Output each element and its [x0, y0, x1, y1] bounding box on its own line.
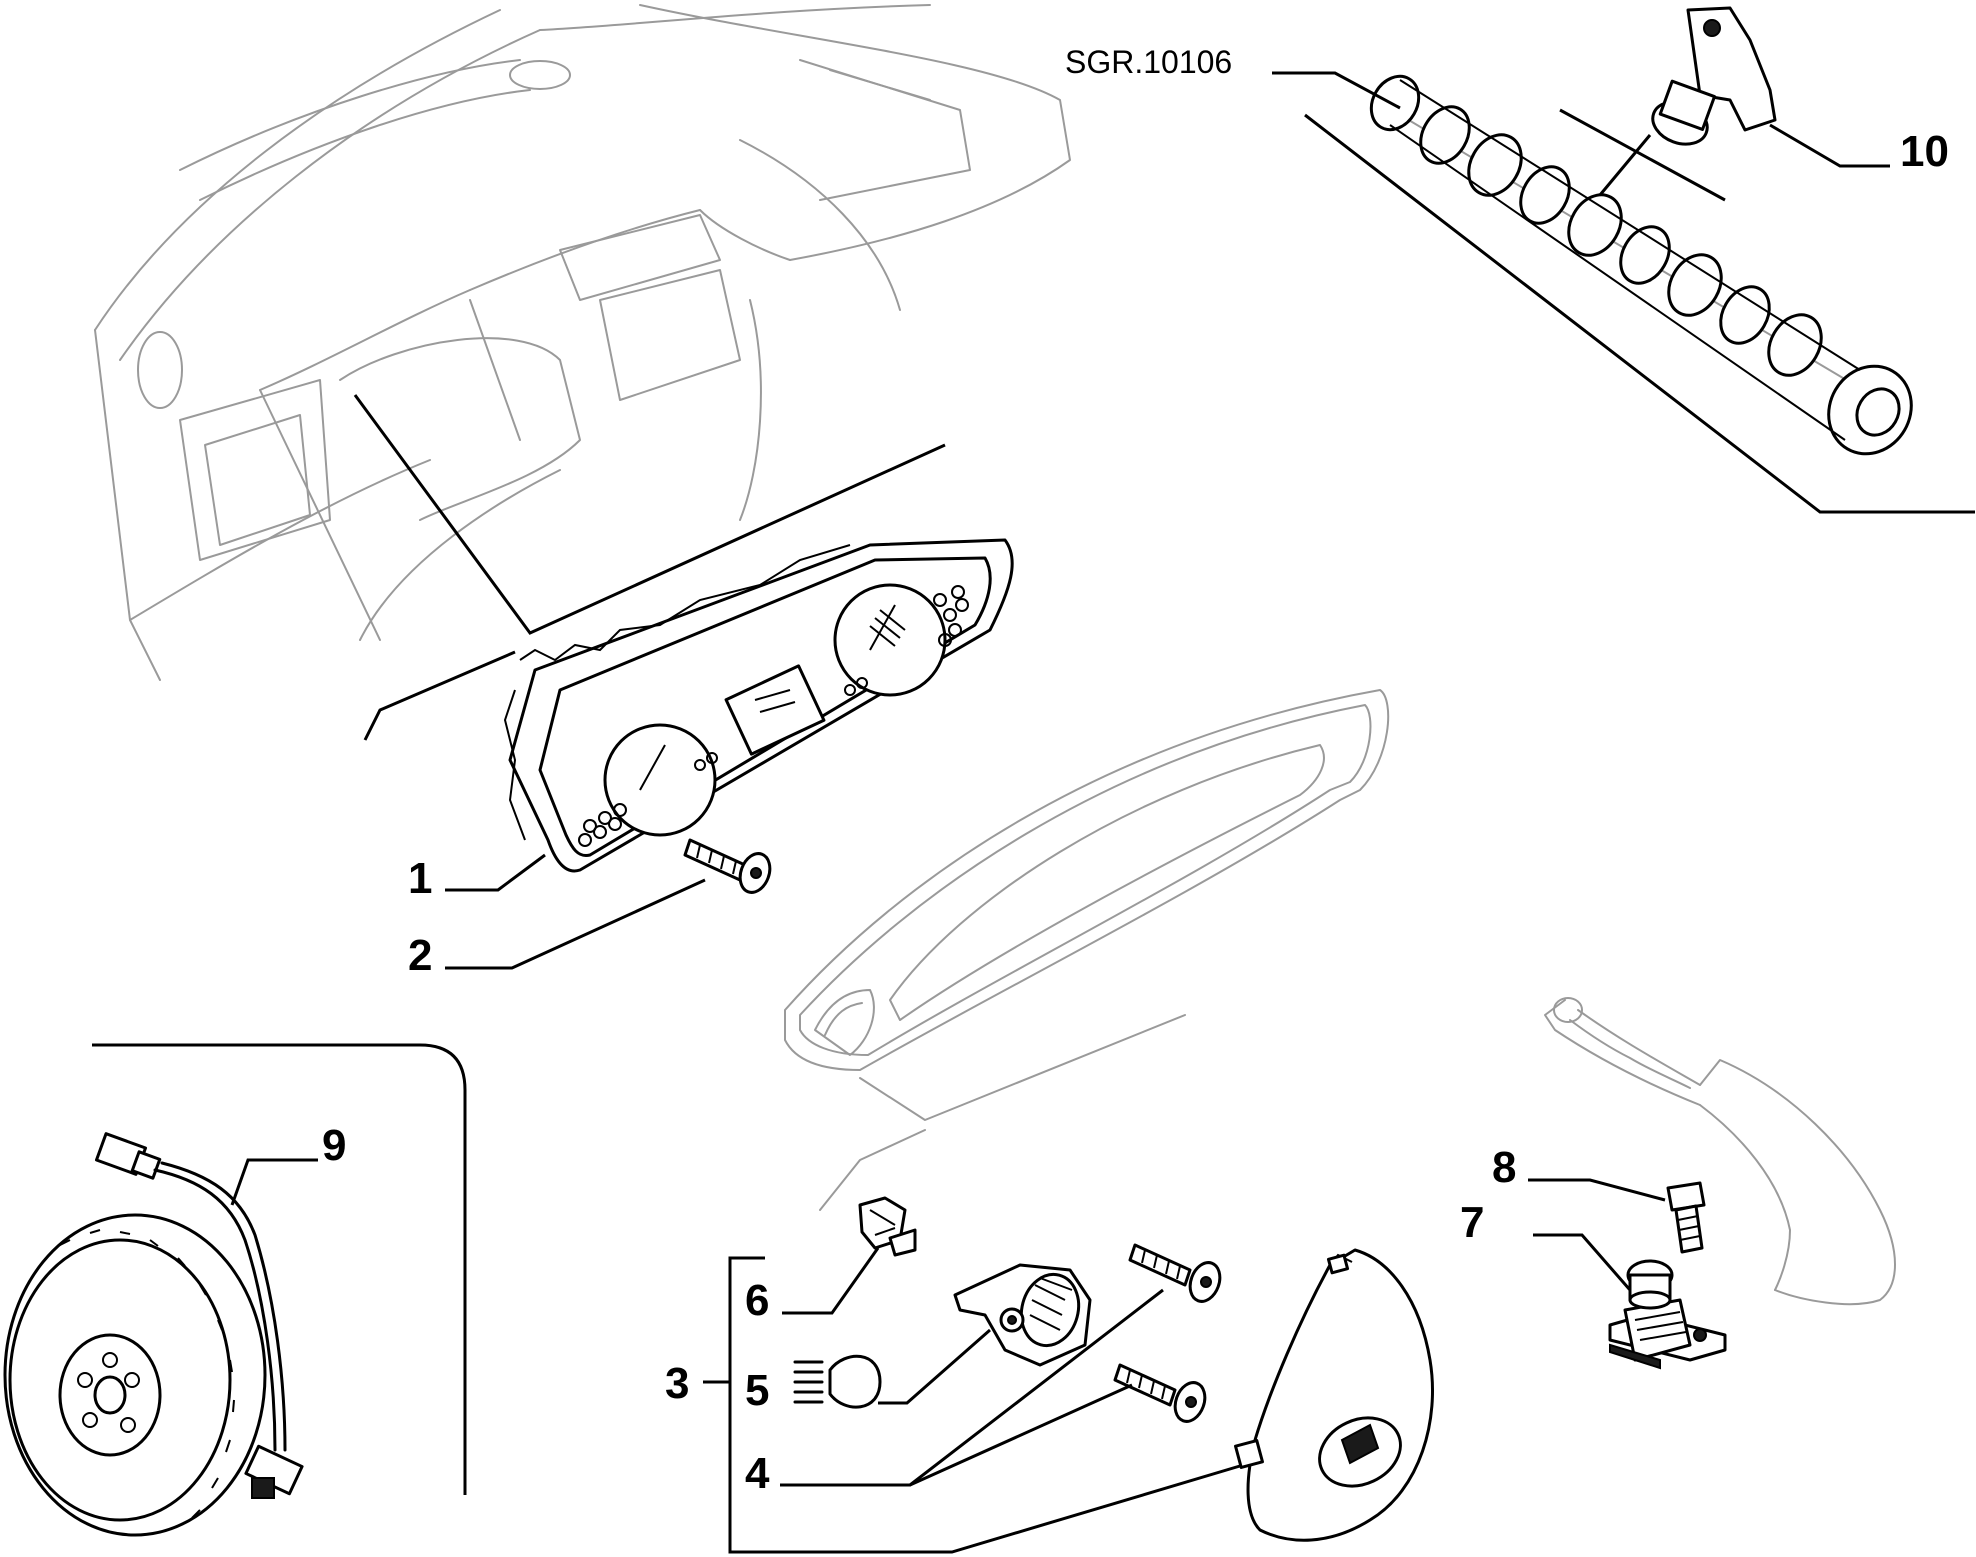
callout-9-label: 9	[322, 1121, 346, 1170]
callout-3: 3	[665, 1359, 689, 1408]
callout-6-label: 6	[745, 1276, 769, 1325]
bulb-holder	[953, 1263, 1092, 1367]
bezel-screw-lower	[1113, 1363, 1207, 1423]
reference-code: SGR.10106	[1065, 44, 1232, 80]
callout-4-label: 4	[745, 1449, 770, 1498]
cluster-indicator-lamps	[578, 585, 969, 847]
camshaft	[1304, 74, 1975, 514]
dashboard-outline	[94, 4, 1071, 681]
callout-7-label: 7	[1460, 1198, 1484, 1247]
handbrake-bolt	[1666, 1181, 1706, 1254]
callout-4: 4	[745, 1288, 1164, 1498]
callout-1: 1	[408, 853, 546, 903]
callout-ref-code: SGR.10106	[1065, 44, 1401, 110]
bracket-9	[92, 1043, 467, 1495]
callout-1-label: 1	[408, 854, 432, 903]
flywheel	[3, 1213, 267, 1537]
camshaft-sensor	[1651, 6, 1777, 146]
callout-10: 10	[1769, 123, 1949, 176]
callout-10-label: 10	[1900, 127, 1949, 176]
headlamp-symbol-icon	[793, 1354, 882, 1409]
callout-2: 2	[408, 878, 706, 980]
callout-9: 9	[230, 1121, 346, 1206]
callout-5: 5	[745, 1328, 991, 1415]
callout-7: 7	[1460, 1198, 1632, 1291]
clip	[858, 1196, 917, 1257]
cover-panel	[1234, 1248, 1434, 1542]
callout-3-label: 3	[665, 1359, 689, 1408]
callout-8: 8	[1492, 1143, 1666, 1202]
callout-2-label: 2	[408, 931, 432, 980]
instrument-cluster	[503, 538, 1014, 873]
handbrake-switch	[1608, 1259, 1727, 1370]
callout-6: 6	[745, 1247, 880, 1325]
rpm-sensor	[94, 1132, 304, 1499]
cluster-bezel	[784, 689, 1390, 1211]
handbrake-lever	[1544, 997, 1896, 1306]
bezel-screw-upper	[1128, 1243, 1222, 1303]
bracket-3	[703, 1256, 1261, 1554]
cluster-screw	[683, 838, 772, 894]
callout-5-label: 5	[745, 1366, 769, 1415]
dashboard-leader	[353, 394, 946, 741]
camshaft-lobes	[1369, 74, 1913, 456]
callout-8-label: 8	[1492, 1143, 1516, 1192]
